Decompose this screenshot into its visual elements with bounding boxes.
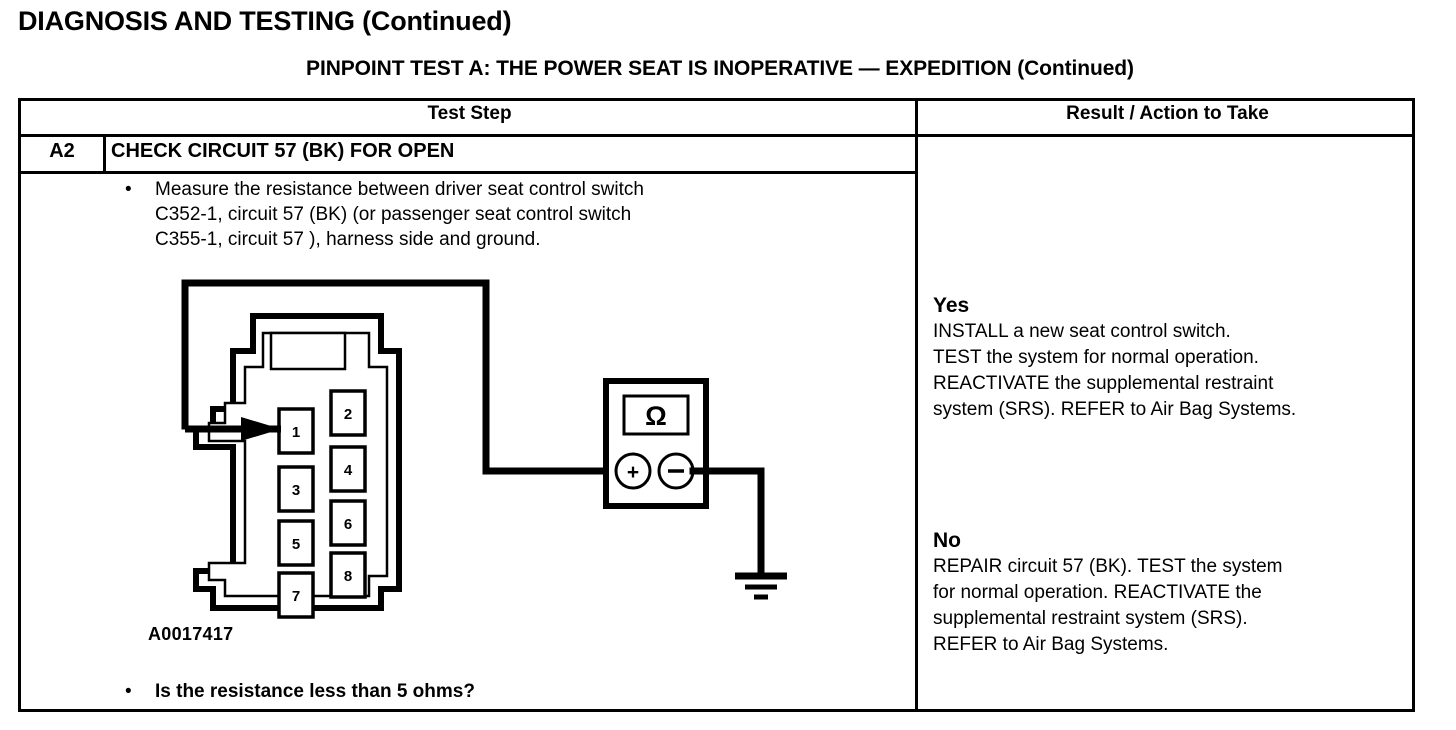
pin-cavity-group-right [329, 389, 367, 599]
pin-cavity-5 [277, 519, 315, 567]
result-line: REACTIVATE the supplemental restraint [933, 373, 1274, 394]
pin-label-3: 3 [292, 482, 300, 499]
pin-label-2: 2 [344, 406, 352, 423]
circuit-diagram-svg: 1 3 5 7 2 4 6 8 Ω + [181, 279, 787, 619]
column-header-result-action: Result / Action to Take [1066, 103, 1269, 124]
column-header-test-step: Test Step [427, 103, 512, 124]
result-no-text: REPAIR circuit 57 (BK). TEST the system … [933, 554, 1423, 658]
result-no-label: No [933, 529, 961, 552]
pin-label-8: 8 [344, 568, 352, 585]
probe-arrow-icon [185, 417, 281, 441]
meter-positive-terminal [614, 452, 652, 490]
instruction-line: Measure the resistance between driver se… [155, 179, 644, 200]
meter-display [622, 394, 690, 436]
result-line: system (SRS). REFER to Air Bag Systems. [933, 399, 1297, 420]
bullet-icon: • [125, 179, 132, 200]
step-id-label: A2 [49, 140, 75, 162]
pin-number-labels: 1 3 5 7 2 4 6 8 [292, 406, 353, 605]
step-title-label: CHECK CIRCUIT 57 (BK) FOR OPEN [111, 140, 455, 162]
table-header-divider [21, 134, 1412, 137]
pin-cavity-group-left [277, 407, 315, 619]
pin-cavity-4 [329, 445, 367, 493]
table-stepid-divider [103, 134, 106, 171]
table-step-row-divider [21, 171, 915, 174]
result-no-block: No REPAIR circuit 57 (BK). TEST the syst… [933, 528, 1423, 658]
pin-cavity-2 [329, 389, 367, 437]
pin-cavity-7 [277, 571, 315, 619]
instruction-text: Measure the resistance between driver se… [155, 177, 644, 252]
meter-positive-label: + [627, 461, 639, 484]
pin-label-7: 7 [292, 588, 300, 605]
pin-label-1: 1 [292, 424, 300, 441]
question-text: Is the resistance less than 5 ohms? [155, 681, 475, 702]
result-line: TEST the system for normal operation. [933, 347, 1259, 368]
result-line: REFER to Air Bag Systems. [933, 634, 1169, 655]
pinpoint-test-table: Test Step Result / Action to Take A2 CHE… [18, 98, 1415, 712]
ground-icon [735, 572, 787, 600]
pin-label-6: 6 [344, 516, 352, 533]
instruction-line: C352-1, circuit 57 (BK) (or passenger se… [155, 204, 632, 225]
instruction-block: • Measure the resistance between driver … [113, 177, 893, 252]
table-column-divider [915, 101, 918, 709]
question-block: • Is the resistance less than 5 ohms? [113, 679, 893, 704]
diagram-part-number: A0017417 [148, 624, 234, 644]
pin-label-4: 4 [344, 462, 353, 479]
pin-cavity-3 [277, 465, 315, 513]
result-line: for normal operation. REACTIVATE the [933, 582, 1262, 603]
ground-lead-wire [689, 467, 765, 580]
pin-label-5: 5 [292, 536, 300, 553]
circuit-diagram: 1 3 5 7 2 4 6 8 Ω + [141, 271, 821, 631]
result-yes-label: Yes [933, 294, 970, 317]
result-yes-text: INSTALL a new seat control switch. TEST … [933, 319, 1423, 423]
result-line: REPAIR circuit 57 (BK). TEST the system [933, 556, 1283, 577]
instruction-line: C355-1, circuit 57 ), harness side and g… [155, 229, 541, 250]
pin-cavity-8 [329, 551, 367, 599]
meter-display-value: Ω [645, 401, 667, 431]
pin-cavity-6 [329, 499, 367, 547]
page-title: DIAGNOSIS AND TESTING (Continued) [18, 6, 512, 36]
pinpoint-test-subtitle: PINPOINT TEST A: THE POWER SEAT IS INOPE… [306, 57, 1134, 80]
connector-latch [269, 331, 347, 371]
harness-wire [181, 279, 635, 475]
result-line: supplemental restraint system (SRS). [933, 608, 1248, 629]
result-line: INSTALL a new seat control switch. [933, 321, 1231, 342]
bullet-icon: • [125, 681, 132, 702]
result-yes-block: Yes INSTALL a new seat control switch. T… [933, 293, 1423, 423]
ohmmeter: Ω + [603, 378, 709, 509]
pin-cavity-1 [277, 407, 315, 455]
